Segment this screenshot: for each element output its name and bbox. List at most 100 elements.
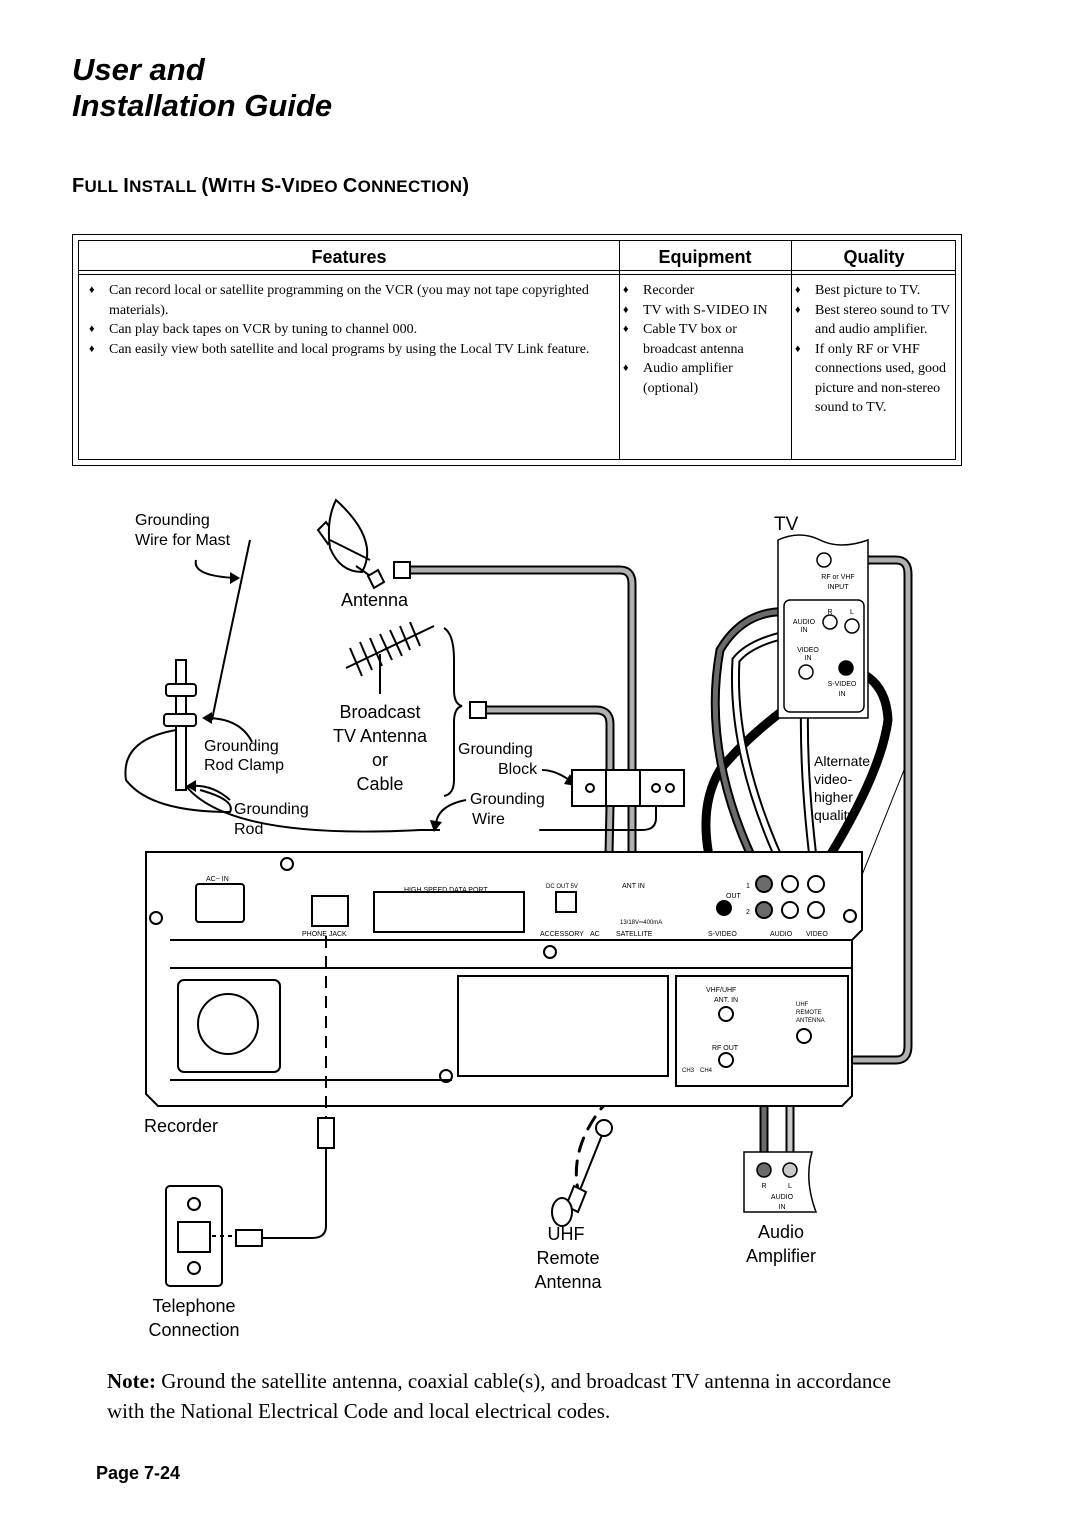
svideo-label: S-VIDEO <box>708 931 737 938</box>
quality-item: Best picture to TV. <box>795 281 953 301</box>
tv-svideo-in-label-2: IN <box>839 691 846 698</box>
label-grounding-wire: Wire <box>472 811 505 828</box>
section-title-part: I <box>123 175 130 197</box>
label-audio-amplifier: Amplifier <box>746 1246 816 1266</box>
features-list: Can record local or satellite programmin… <box>89 281 609 359</box>
tv-l-label: L <box>850 609 854 616</box>
label-alternate: Alternate <box>814 753 870 769</box>
section-title-part: C <box>342 175 358 197</box>
vhf-uhf-label: VHF/UHF <box>706 987 736 994</box>
label-alternate: video- <box>814 771 852 787</box>
label-tv: TV <box>774 514 799 535</box>
out-1-label: 1 <box>746 883 750 890</box>
tv-audio-in-label-2: IN <box>801 627 808 634</box>
label-grounding-wire-mast: Wire for Mast <box>135 532 231 549</box>
ch3-label: CH3 <box>682 1068 695 1074</box>
tv-video-in-label-2: IN <box>805 655 812 662</box>
header-equipment: Equipment <box>658 247 752 267</box>
quality-list: Best picture to TV. Best stereo sound to… <box>795 281 953 418</box>
tv-rf-label-2: INPUT <box>828 584 850 591</box>
video-out-label: VIDEO <box>806 931 828 938</box>
amp-l-label: L <box>788 1183 792 1190</box>
quality-item: Best stereo sound to TV and audio amplif… <box>795 301 953 340</box>
ant-in-2-label: ANT. IN <box>714 997 738 1004</box>
phone-cord <box>235 1117 335 1247</box>
arrow-icon <box>186 559 576 832</box>
label-antenna: Antenna <box>341 590 409 610</box>
telephone-jack-icon <box>165 1185 223 1287</box>
recorder-unit <box>145 851 863 1120</box>
section-title-part: S-V <box>260 175 296 197</box>
accessory-label: ACCESSORY <box>540 931 584 938</box>
audio-out-label: AUDIO <box>770 931 793 938</box>
label-broadcast: Broadcast <box>339 702 420 722</box>
label-grounding-rod: Grounding <box>234 801 309 818</box>
table-header-rule <box>79 270 955 271</box>
label-grounding-wire: Grounding <box>470 791 545 808</box>
section-title-part: ONNECTION <box>357 177 463 196</box>
note-text: Ground the satellite antenna, coaxial ca… <box>107 1369 892 1423</box>
document-title: User and Installation Guide <box>72 52 332 124</box>
audio-amplifier-panel <box>743 1151 818 1213</box>
header-quality: Quality <box>843 247 905 267</box>
label-telephone: Connection <box>148 1320 239 1340</box>
tv-video-in-label-1: VIDEO <box>797 647 819 654</box>
uhf-antenna-icon <box>551 1119 613 1227</box>
section-title-part: (W <box>201 175 228 197</box>
note-paragraph: Note: Ground the satellite antenna, coax… <box>107 1366 907 1426</box>
equipment-item: Audio amplifier (optional) <box>623 359 783 398</box>
f-connector-icon <box>393 561 487 719</box>
power-spec-label: 13/18V═400mA <box>620 920 662 926</box>
label-recorder: Recorder <box>144 1116 218 1136</box>
uhf-remote-label-2: REMOTE <box>796 1010 822 1016</box>
label-broadcast: Cable <box>356 774 403 794</box>
note-label: Note: <box>107 1369 156 1393</box>
section-title-part: ITH <box>227 177 261 196</box>
rf-out-label: RF OUT <box>712 1045 739 1052</box>
features-item: Can record local or satellite programmin… <box>89 281 609 320</box>
header-features: Features <box>311 247 387 267</box>
ch4-label: CH4 <box>700 1068 713 1074</box>
label-uhf: UHF <box>548 1224 585 1244</box>
equipment-item: Cable TV box or broadcast antenna <box>623 320 783 359</box>
ant-in-label: ANT IN <box>622 883 645 890</box>
table-header-rule <box>79 274 955 275</box>
section-title-part: F <box>72 175 85 197</box>
title-line-1: User and <box>72 52 205 87</box>
tv-r-label: R <box>827 609 832 616</box>
ac-label: AC <box>590 931 600 938</box>
equipment-list: Recorder TV with S-VIDEO IN Cable TV box… <box>623 281 783 398</box>
amp-audio-label: AUDIO <box>771 1194 794 1201</box>
label-broadcast: or <box>372 750 388 770</box>
grounding-block-icon <box>571 769 685 807</box>
title-line-2: Installation Guide <box>72 88 333 123</box>
broadcast-antenna-icon <box>345 621 463 797</box>
amp-in-label: IN <box>779 1204 786 1211</box>
label-uhf: Antenna <box>534 1272 602 1292</box>
satellite-label: SATELLITE <box>616 931 653 938</box>
amp-r-label: R <box>761 1183 766 1190</box>
out-2-label: 2 <box>746 909 750 916</box>
uhf-remote-label-3: ANTENNA <box>796 1018 825 1024</box>
uhf-remote-label-1: UHF <box>796 1002 809 1008</box>
label-alternate: quality <box>814 807 854 823</box>
label-alternate: higher <box>814 789 853 805</box>
features-item: Can play back tapes on VCR by tuning to … <box>89 320 609 340</box>
label-grounding-rod-clamp: Rod Clamp <box>204 757 284 774</box>
table-divider <box>791 241 792 459</box>
page-number: Page 7-24 <box>96 1463 181 1483</box>
table-divider <box>619 241 620 459</box>
features-table-frame: Features Equipment Quality Can record lo… <box>78 240 956 460</box>
equipment-item: Recorder <box>623 281 783 301</box>
section-title-part: ) <box>462 175 470 197</box>
label-audio-amplifier: Audio <box>758 1222 804 1242</box>
label-grounding-wire-mast: Grounding <box>135 512 210 529</box>
equipment-item: TV with S-VIDEO IN <box>623 301 783 321</box>
tv-svideo-in-label-1: S-VIDEO <box>828 681 857 688</box>
label-grounding-block: Grounding <box>458 741 533 758</box>
label-telephone: Telephone <box>152 1296 235 1316</box>
label-grounding-block: Block <box>498 761 538 778</box>
label-grounding-rod: Rod <box>234 821 263 838</box>
mast-icon <box>124 539 440 833</box>
